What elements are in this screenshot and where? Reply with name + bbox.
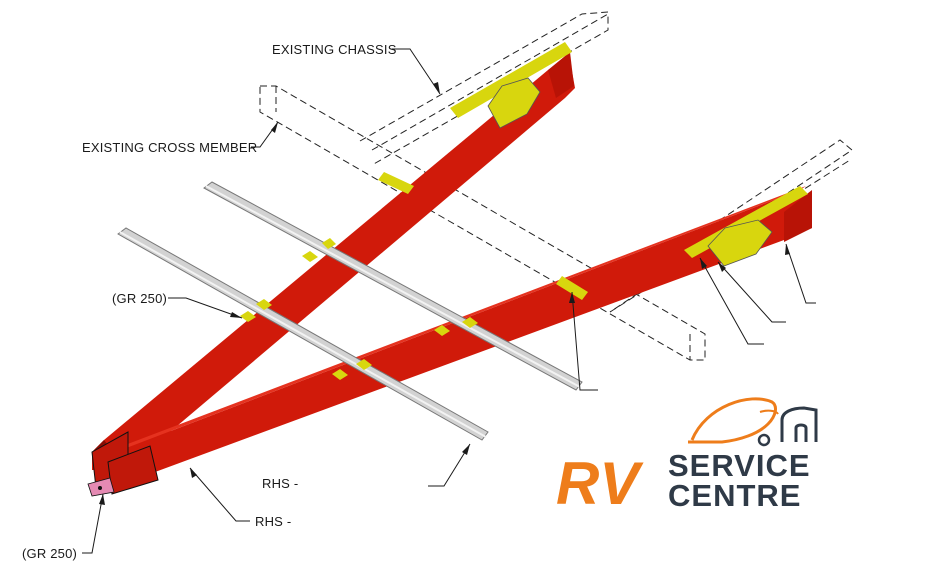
label-existing-chassis: EXISTING CHASSIS xyxy=(272,42,397,57)
cross-pad-left xyxy=(378,172,414,194)
left-arm-end xyxy=(548,52,574,98)
tube-pad xyxy=(256,299,272,310)
leader-rhs-lower xyxy=(189,467,250,522)
tube-pad xyxy=(356,359,372,370)
leader-pad-right xyxy=(571,291,598,391)
label-existing-cross-member: EXISTING CROSS MEMBER xyxy=(82,140,257,155)
cross-tube-lower xyxy=(117,227,489,441)
left-drawbar-arm xyxy=(92,42,575,470)
label-grade-upper: (GR 250) xyxy=(112,291,167,306)
tube-pad xyxy=(332,369,348,380)
left-arm-face xyxy=(92,60,575,470)
label-rhs-upper: RHS - xyxy=(262,476,298,491)
leader-existing-chassis xyxy=(392,48,441,95)
logo-rv: RV xyxy=(556,450,644,517)
existing-cross-member-outline xyxy=(259,85,706,361)
leader-grade-upper xyxy=(168,297,243,319)
tube-pad xyxy=(434,325,450,336)
leader-plate-right xyxy=(699,257,764,345)
hitch-gusset xyxy=(87,431,159,497)
tube-pad xyxy=(240,311,256,322)
tube-pad xyxy=(462,317,478,328)
leader-lines xyxy=(82,48,816,554)
rv-service-centre-logo: RV SERVICE CENTRE xyxy=(556,397,818,517)
leader-grade-lower xyxy=(82,493,104,554)
caravan-logo-icon xyxy=(688,397,818,447)
label-grade-lower: (GR 250) xyxy=(22,546,77,561)
logo-service: SERVICE xyxy=(668,448,811,483)
label-rhs-lower: RHS - xyxy=(255,514,291,529)
right-arm-face xyxy=(108,190,812,482)
right-drawbar-arm xyxy=(108,186,812,482)
leader-chassis-right-2 xyxy=(785,243,816,304)
cross-tube-upper xyxy=(203,181,583,391)
tube-pad xyxy=(322,238,336,249)
chassis-plate-right xyxy=(707,219,773,267)
tube-pad xyxy=(302,251,318,262)
chassis-plate-left xyxy=(487,77,541,129)
arrowheads xyxy=(99,82,790,505)
logo-centre: CENTRE xyxy=(668,478,801,513)
cross-pad-right xyxy=(556,276,588,300)
leader-tube-lower xyxy=(428,443,471,487)
right-arm-end xyxy=(784,190,812,242)
leader-chassis-right-1 xyxy=(717,261,786,323)
chassis-pad-left xyxy=(450,42,572,118)
